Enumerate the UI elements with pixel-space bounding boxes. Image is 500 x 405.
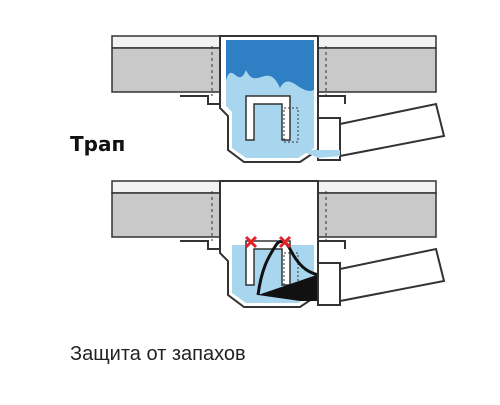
floor-slab-left	[111, 35, 221, 49]
outlet-water	[300, 150, 340, 158]
flange-left	[180, 240, 220, 250]
floor-slab-right	[317, 180, 437, 194]
flange-left	[180, 95, 220, 105]
outlet-pipe-long	[339, 102, 446, 158]
floor-base-left	[111, 47, 221, 93]
siphon-bell	[245, 240, 291, 286]
floor-base-right	[317, 192, 437, 238]
outlet-pipe	[317, 262, 341, 306]
outlet-pipe	[317, 117, 341, 161]
trap-dry-diagram	[111, 180, 446, 308]
flange-right	[318, 95, 346, 104]
blocked-marker-right	[278, 235, 292, 249]
floor-base-right	[317, 47, 437, 93]
trap-label: Трап	[70, 132, 126, 156]
floor-base-left	[111, 192, 221, 238]
flange-right	[318, 240, 346, 249]
caption: Защита от запахов	[70, 343, 246, 365]
siphon-bell	[245, 95, 291, 141]
water-surface-dark	[226, 40, 314, 91]
floor-slab-right	[317, 35, 437, 49]
trap-with-water-diagram	[111, 35, 446, 163]
outlet-pipe-long	[339, 247, 446, 303]
blocked-marker-left	[244, 235, 258, 249]
floor-slab-left	[111, 180, 221, 194]
